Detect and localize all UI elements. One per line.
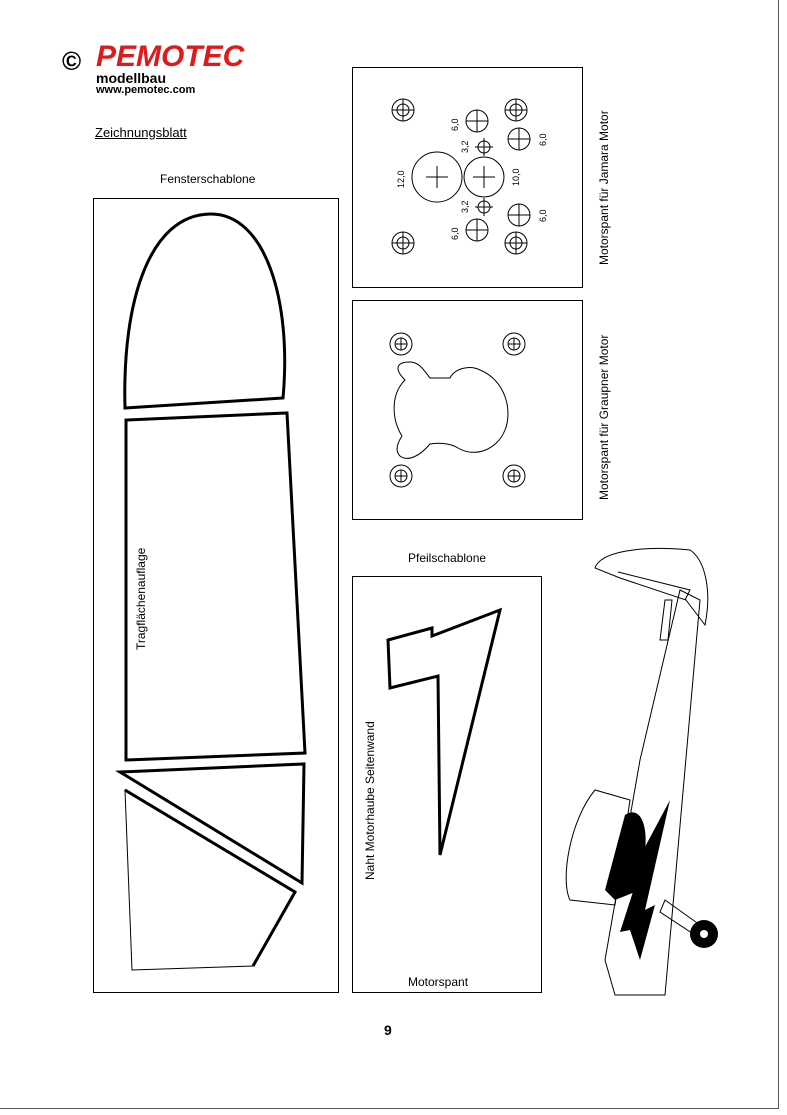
logo-subtitle: modellbau bbox=[96, 70, 167, 86]
copyright-symbol: © bbox=[62, 46, 82, 76]
triangle-window-shape bbox=[115, 762, 306, 886]
motor-mount-label: Motorspant bbox=[408, 975, 469, 989]
arrow-template-title: Pfeilschablone bbox=[408, 551, 487, 565]
brand-logo: PEMOTEC bbox=[96, 40, 245, 73]
page-number: 9 bbox=[384, 1022, 392, 1038]
jamara-mount-frame bbox=[352, 67, 583, 288]
window-template-title: Fensterschablone bbox=[160, 172, 256, 186]
dome-window-shape bbox=[123, 212, 287, 410]
sheet-heading: Zeichnungsblatt bbox=[95, 125, 187, 140]
graupner-mount-frame bbox=[352, 300, 583, 520]
logo-website: www.pemotec.com bbox=[96, 84, 196, 96]
arrow-template-frame bbox=[352, 576, 542, 993]
main-window-shape bbox=[124, 411, 307, 762]
